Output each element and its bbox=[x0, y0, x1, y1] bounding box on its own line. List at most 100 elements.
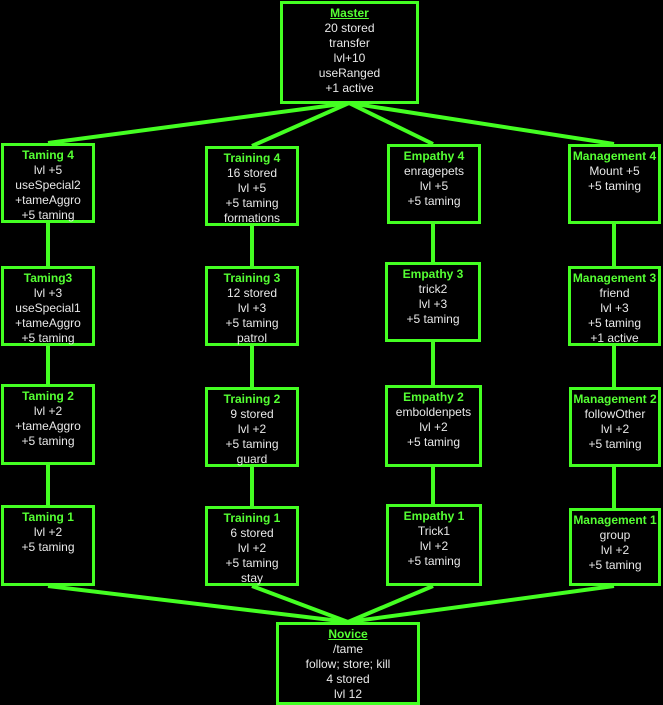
node-line: lvl +5 bbox=[237, 181, 267, 195]
node-line: lvl+10 bbox=[333, 51, 366, 65]
edge-master-empathy4 bbox=[348, 101, 434, 146]
node-line: lvl +2 bbox=[600, 422, 630, 436]
edge-master-taming4 bbox=[47, 101, 350, 145]
node-line: 16 stored bbox=[226, 166, 278, 180]
node-line: +tameAggro bbox=[15, 316, 81, 330]
node-line: lvl +5 bbox=[419, 179, 449, 193]
node-line: +5 taming bbox=[406, 312, 460, 326]
node-title: Training 1 bbox=[223, 511, 281, 525]
node-title: Empathy 4 bbox=[403, 149, 465, 163]
node-line: friend bbox=[599, 286, 630, 300]
node-line: +5 taming bbox=[406, 435, 461, 449]
node-line: +5 taming bbox=[407, 194, 461, 208]
node-line: +5 taming bbox=[587, 316, 642, 330]
node-line: lvl +2 bbox=[33, 525, 63, 539]
node-line: enragepets bbox=[403, 164, 465, 178]
node-title: Management 1 bbox=[573, 513, 657, 527]
node-line: Trick1 bbox=[417, 524, 451, 538]
node-title: Empathy 3 bbox=[402, 267, 464, 281]
node-line: Mount +5 bbox=[589, 164, 640, 178]
node-line: +5 taming bbox=[21, 331, 75, 345]
edge-taming1-novice bbox=[47, 584, 349, 624]
node-line: patrol bbox=[236, 331, 268, 345]
node-line: 20 stored bbox=[324, 21, 375, 35]
node-title: Taming3 bbox=[23, 271, 73, 285]
node-line: lvl +2 bbox=[419, 539, 449, 553]
node-line: guard bbox=[236, 452, 268, 466]
node-line: +5 taming bbox=[225, 437, 279, 451]
node-line: group bbox=[599, 528, 631, 542]
node-title: Taming 2 bbox=[22, 389, 74, 403]
node-line: lvl +3 bbox=[418, 297, 448, 311]
node-line: +5 taming bbox=[225, 196, 279, 210]
node-title: Taming 4 bbox=[22, 148, 74, 162]
node-line: followOther bbox=[584, 407, 646, 421]
node-title: Empathy 1 bbox=[403, 509, 465, 523]
node-line: +5 taming bbox=[225, 556, 279, 570]
node-title: Training 4 bbox=[223, 151, 281, 165]
node-line: transfer bbox=[329, 36, 370, 50]
node-line: stay bbox=[240, 571, 263, 585]
node-line: +5 taming bbox=[21, 208, 75, 222]
node-title: Taming 1 bbox=[22, 510, 74, 524]
edge-training1-novice bbox=[251, 584, 349, 624]
node-title: Management 3 bbox=[572, 271, 657, 285]
node-line: emboldenpets bbox=[395, 405, 472, 419]
node-line: +5 taming bbox=[588, 437, 642, 451]
node-line: lvl +2 bbox=[600, 543, 630, 557]
edge-master-management4 bbox=[348, 101, 615, 146]
node-line: lvl +2 bbox=[33, 404, 63, 418]
node-title: Management 4 bbox=[572, 149, 657, 163]
node-line: /tame bbox=[332, 642, 363, 656]
node-title: Training 3 bbox=[223, 271, 281, 285]
node-title: Master bbox=[330, 6, 369, 20]
node-line: +5 taming bbox=[21, 540, 75, 554]
node-line: +tameAggro bbox=[15, 193, 81, 207]
edge-master-training4 bbox=[251, 101, 350, 148]
node-line: lvl +3 bbox=[33, 286, 63, 300]
node-line: +1 active bbox=[325, 81, 374, 95]
node-line: useSpecial2 bbox=[15, 178, 81, 192]
node-line: 12 stored bbox=[226, 286, 278, 300]
node-title: Management 2 bbox=[573, 392, 657, 406]
node-line: formations bbox=[223, 211, 281, 225]
node-line: +5 taming bbox=[407, 554, 461, 568]
node-line: follow; store; kill bbox=[305, 657, 391, 671]
node-line: 9 stored bbox=[230, 407, 274, 421]
node-line: +tameAggro bbox=[15, 419, 81, 433]
node-line: +5 taming bbox=[225, 316, 279, 330]
node-line: useRanged bbox=[318, 66, 381, 80]
node-line: lvl +3 bbox=[600, 301, 629, 315]
node-line: lvl +2 bbox=[419, 420, 448, 434]
node-title: Novice bbox=[328, 627, 368, 641]
node-line: lvl 12 bbox=[333, 687, 362, 701]
node-line: useSpecial1 bbox=[15, 301, 81, 315]
node-title: Training 2 bbox=[223, 392, 281, 406]
node-line: 4 stored bbox=[326, 672, 370, 686]
node-line: lvl +3 bbox=[237, 301, 267, 315]
node-line: +1 active bbox=[590, 331, 639, 345]
node-title: Empathy 2 bbox=[403, 390, 464, 404]
edge-empathy1-novice bbox=[347, 584, 434, 624]
node-line: trick2 bbox=[418, 282, 448, 296]
node-line: +5 taming bbox=[588, 558, 642, 572]
node-line: 6 stored bbox=[230, 526, 274, 540]
node-line: lvl +2 bbox=[237, 422, 267, 436]
